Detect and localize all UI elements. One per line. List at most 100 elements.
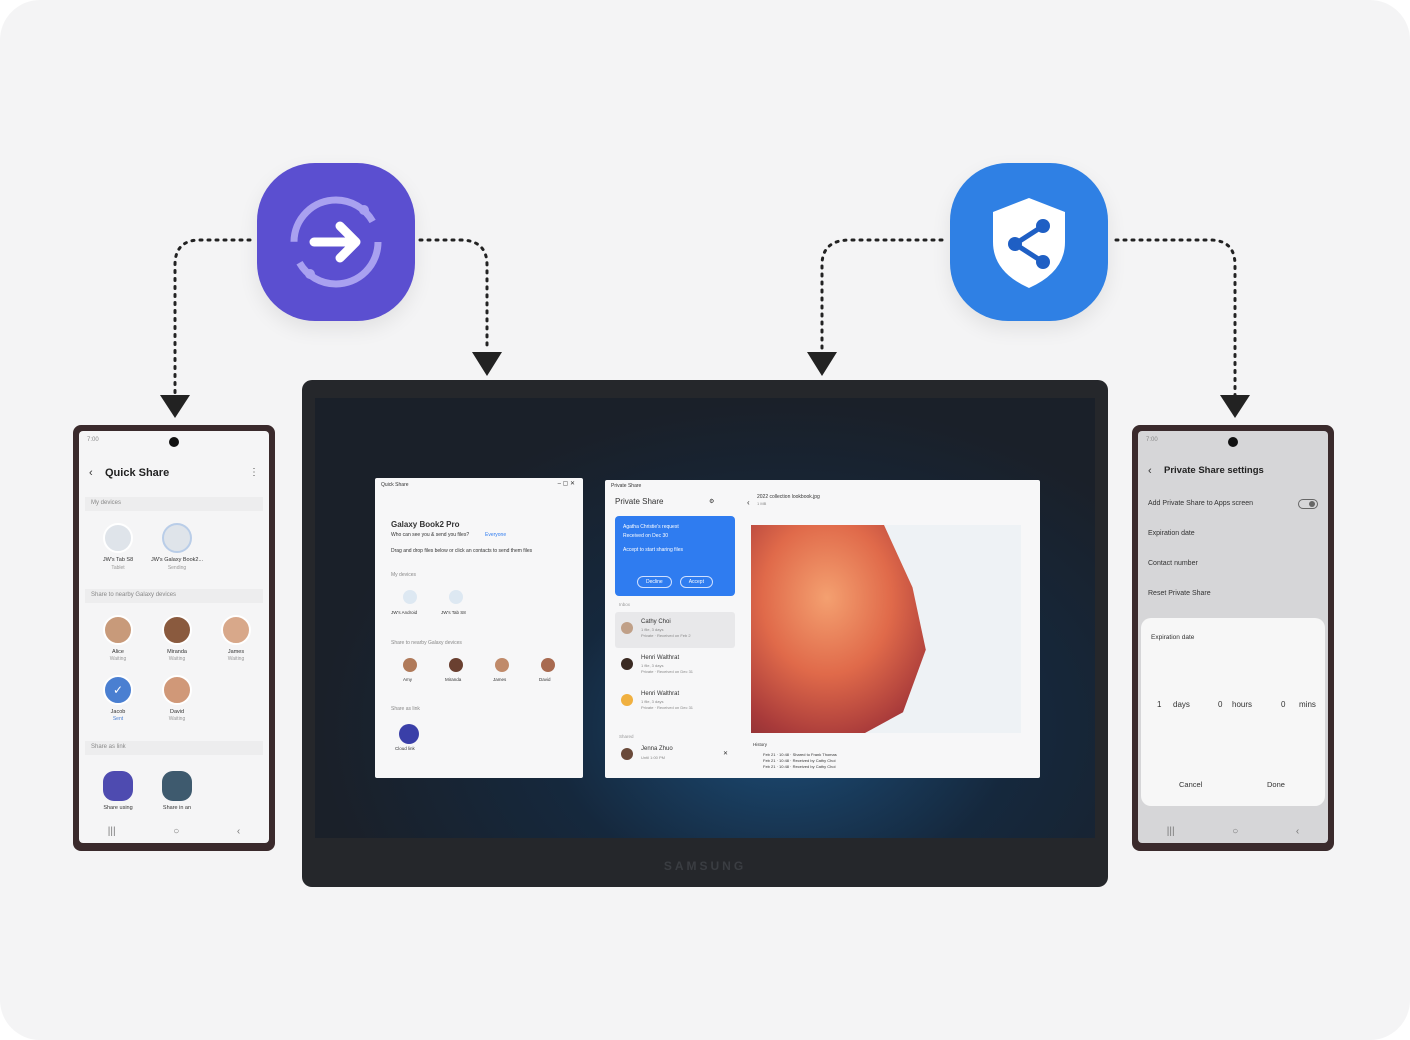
recents-icon[interactable]: ||| bbox=[107, 825, 116, 837]
contact-avatar[interactable] bbox=[221, 615, 251, 645]
item-name[interactable]: Henri Walthrat bbox=[641, 691, 680, 697]
link-option-label: Share using bbox=[103, 805, 133, 811]
done-button[interactable]: Done bbox=[1267, 780, 1285, 789]
item-detail: Private · Received on Dec 31 bbox=[641, 705, 694, 710]
decline-button[interactable]: Decline bbox=[637, 576, 672, 588]
qr-code-icon[interactable] bbox=[103, 771, 133, 801]
private-share-settings-screen: 7:00 ‹ Private Share settings Add Privat… bbox=[1138, 431, 1328, 843]
section-share-link: Share as link bbox=[85, 741, 263, 755]
link-option-label: Share in an bbox=[162, 805, 192, 811]
private-share-icon bbox=[950, 163, 1108, 321]
contact-avatar[interactable] bbox=[495, 658, 509, 672]
quick-share-icon bbox=[257, 163, 415, 321]
device-name: JW's Galaxy Book2... bbox=[150, 557, 204, 563]
contact-name: James bbox=[493, 677, 507, 682]
contact-avatar[interactable] bbox=[449, 658, 463, 672]
window-controls[interactable]: – ▢ ✕ bbox=[557, 481, 575, 487]
contact-name: Amy bbox=[403, 677, 412, 682]
private-share-window: Private Share Private Share ⚙ Agatha Chr… bbox=[605, 480, 1040, 778]
days-unit: days bbox=[1173, 700, 1190, 709]
laptop-device-icon[interactable] bbox=[162, 523, 192, 553]
back-icon[interactable]: ‹ bbox=[1148, 465, 1152, 477]
mins-value[interactable]: 0 bbox=[1281, 700, 1286, 709]
back-nav-icon[interactable]: ‹ bbox=[236, 825, 241, 837]
setting-reset[interactable]: Reset Private Share bbox=[1148, 590, 1211, 597]
back-icon[interactable]: ‹ bbox=[747, 498, 750, 507]
tablet-device-icon[interactable] bbox=[103, 523, 133, 553]
hours-unit: hours bbox=[1232, 700, 1253, 709]
item-detail: 1 file, 3 days bbox=[641, 627, 664, 632]
laptop: Quick Share – ▢ ✕ Galaxy Book2 Pro Who c… bbox=[302, 380, 1108, 887]
back-nav-icon[interactable]: ‹ bbox=[1295, 825, 1300, 837]
list-item-selected[interactable] bbox=[615, 612, 735, 648]
section-my-devices: My devices bbox=[391, 572, 417, 578]
contact-name: Alice bbox=[112, 649, 124, 655]
device-status: Tablet bbox=[111, 565, 125, 571]
setting-contact-number[interactable]: Contact number bbox=[1148, 560, 1198, 567]
visibility-question: Who can see you & send you files? bbox=[391, 532, 470, 538]
item-detail: Private · Received on Dec 31 bbox=[641, 669, 694, 674]
status-time: 7:00 bbox=[87, 437, 99, 443]
cloud-link-label: Cloud link bbox=[395, 746, 415, 751]
expiration-dialog: Expiration date 1 days 0 hours 0 mins Ca… bbox=[1141, 618, 1325, 806]
item-detail: Private · Received on Feb 2 bbox=[641, 633, 691, 638]
device-status: Sending bbox=[167, 565, 187, 571]
contact-avatar bbox=[621, 658, 633, 670]
laptop-screen: Quick Share – ▢ ✕ Galaxy Book2 Pro Who c… bbox=[315, 398, 1095, 838]
panel-title: Private Share bbox=[615, 497, 664, 506]
banner-line: Accept to start sharing files bbox=[623, 547, 684, 553]
device-title: Galaxy Book2 Pro bbox=[391, 520, 460, 529]
hours-value[interactable]: 0 bbox=[1218, 700, 1223, 709]
file-name: 2022 collection lookbook.jpg bbox=[757, 494, 820, 500]
item-name: Cathy Choi bbox=[641, 619, 671, 625]
setting-add-to-apps[interactable]: Add Private Share to Apps screen bbox=[1148, 500, 1254, 507]
cloud-icon[interactable] bbox=[399, 724, 419, 744]
setting-expiration[interactable]: Expiration date bbox=[1148, 530, 1195, 537]
item-detail: 1 file, 3 days bbox=[641, 699, 664, 704]
settings-icon[interactable]: ⚙ bbox=[709, 499, 715, 505]
history-entry: Feb 21 · 10:48 · Received by Cathy Choi bbox=[763, 758, 836, 763]
history-label: History bbox=[753, 742, 768, 747]
hint-text: Drag and drop files below or click an co… bbox=[391, 548, 533, 554]
section-my-devices: My devices bbox=[85, 497, 263, 511]
days-value[interactable]: 1 bbox=[1157, 700, 1162, 709]
item-name[interactable]: Jenna Zhuo bbox=[641, 746, 673, 752]
banner-line: Agatha Christie's request bbox=[623, 524, 679, 530]
camera bbox=[169, 437, 179, 447]
toggle-switch[interactable] bbox=[1298, 499, 1318, 509]
contact-name: James bbox=[227, 649, 245, 655]
contact-name: Jacob bbox=[110, 709, 126, 715]
phone-device-icon[interactable] bbox=[403, 590, 417, 604]
apps-icon[interactable] bbox=[162, 771, 192, 801]
section-share-link: Share as link bbox=[391, 706, 420, 712]
visibility-dropdown[interactable]: Everyone bbox=[485, 532, 507, 538]
contact-status: Waiting bbox=[109, 656, 127, 662]
accept-button[interactable]: Accept bbox=[679, 576, 713, 588]
cancel-button[interactable]: Cancel bbox=[1179, 780, 1203, 789]
back-icon[interactable]: ‹ bbox=[89, 467, 93, 479]
right-phone: 7:00 ‹ Private Share settings Add Privat… bbox=[1132, 425, 1334, 851]
contact-avatar bbox=[621, 748, 633, 760]
tablet-device-icon[interactable] bbox=[449, 590, 463, 604]
section-shared: Shared bbox=[619, 734, 634, 739]
file-size: 1 MB bbox=[757, 501, 767, 506]
contact-avatar[interactable] bbox=[541, 658, 555, 672]
recents-icon[interactable]: ||| bbox=[1166, 825, 1175, 837]
contact-avatar bbox=[621, 694, 633, 706]
home-icon[interactable]: ○ bbox=[1232, 825, 1239, 837]
quick-share-window: Quick Share – ▢ ✕ Galaxy Book2 Pro Who c… bbox=[375, 478, 583, 778]
more-icon[interactable]: ⋮ bbox=[249, 467, 259, 478]
contact-avatar[interactable] bbox=[103, 615, 133, 645]
contact-avatar[interactable] bbox=[403, 658, 417, 672]
home-icon[interactable]: ○ bbox=[173, 825, 180, 837]
close-icon[interactable]: ✕ bbox=[723, 751, 729, 757]
mins-unit: mins bbox=[1299, 700, 1316, 709]
contact-avatar[interactable] bbox=[162, 675, 192, 705]
camera bbox=[1228, 437, 1238, 447]
item-name[interactable]: Henri Walthrat bbox=[641, 655, 680, 661]
contact-avatar[interactable] bbox=[162, 615, 192, 645]
check-icon[interactable]: ✓ bbox=[103, 675, 133, 705]
contact-status: Waiting bbox=[168, 656, 186, 662]
contact-name: David bbox=[539, 677, 551, 682]
